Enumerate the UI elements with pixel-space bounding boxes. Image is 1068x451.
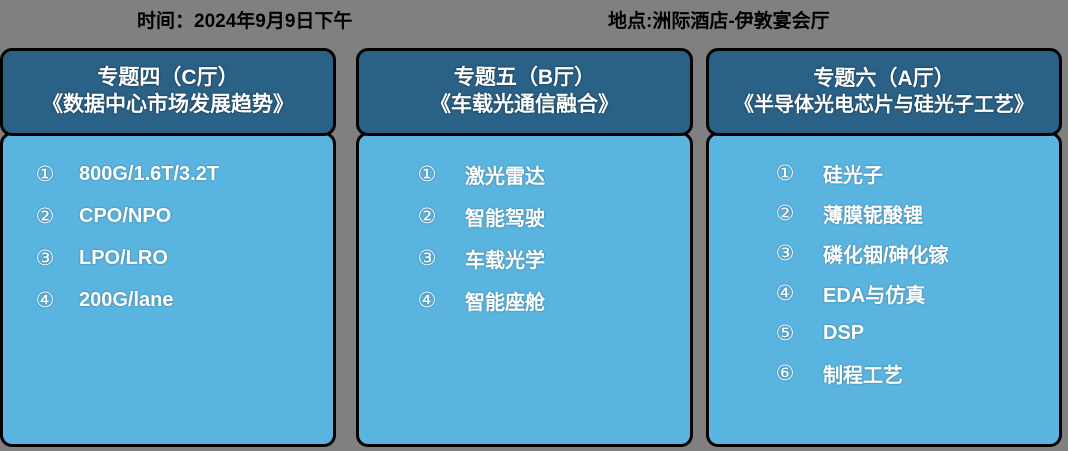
list-item: ⑥ 制程工艺 — [709, 353, 1059, 393]
session-panels-container: 专题四（C厅） 《数据中心市场发展趋势》 ① 800G/1.6T/3.2T ② … — [0, 48, 1068, 451]
list-item-label: 制程工艺 — [823, 364, 903, 387]
panel-subtitle: 《半导体光电芯片与硅光子工艺》 — [734, 93, 1034, 116]
list-item-label: LPO/LRO — [79, 246, 168, 269]
list-item-label: 薄膜铌酸锂 — [823, 204, 923, 227]
circled-number-icon: ② — [35, 204, 55, 228]
session-panel-topic-five: 专题五（B厅） 《车载光通信融合》 ① 激光雷达 ② 智能驾驶 ③ 车载光学 ④ — [356, 48, 693, 447]
panel-title: 专题四（C厅） — [97, 66, 239, 90]
topic-item-list: ① 硅光子 ② 薄膜铌酸锂 ③ 磷化铟/砷化镓 ④ EDA与仿真 ⑤ DSP — [709, 153, 1059, 393]
circled-number-icon: ① — [417, 162, 437, 186]
event-meta-row: 时间：2024年9月9日下午 地点:洲际酒店-伊敦宴会厅 — [0, 0, 1068, 48]
list-item-label: 800G/1.6T/3.2T — [79, 162, 220, 185]
list-item-label: 200G/lane — [79, 288, 174, 311]
session-panel-topic-four: 专题四（C厅） 《数据中心市场发展趋势》 ① 800G/1.6T/3.2T ② … — [0, 48, 336, 447]
list-item: ① 800G/1.6T/3.2T — [3, 153, 333, 195]
circled-number-icon: ③ — [417, 246, 437, 270]
circled-number-icon: ③ — [35, 246, 55, 270]
list-item: ① 硅光子 — [709, 153, 1059, 193]
list-item-label: 智能驾驶 — [465, 207, 545, 230]
circled-number-icon: ② — [417, 204, 437, 228]
list-item-label: 硅光子 — [823, 164, 883, 187]
circled-number-icon: ④ — [775, 281, 795, 305]
circled-number-icon: ① — [35, 162, 55, 186]
panel-subtitle: 《车载光通信融合》 — [430, 93, 619, 116]
panel-header-topic-four: 专题四（C厅） 《数据中心市场发展趋势》 — [0, 48, 336, 136]
list-item-label: DSP — [823, 321, 865, 344]
panel-body-topic-five: ① 激光雷达 ② 智能驾驶 ③ 车载光学 ④ 智能座舱 — [356, 132, 693, 447]
list-item: ④ EDA与仿真 — [709, 273, 1059, 313]
list-item-label: 智能座舱 — [465, 291, 545, 314]
circled-number-icon: ② — [775, 201, 795, 225]
list-item: ② 智能驾驶 — [359, 195, 690, 237]
list-item: ⑤ DSP — [709, 313, 1059, 353]
list-item: ③ 车载光学 — [359, 237, 690, 279]
list-item: ③ 磷化铟/砷化镓 — [709, 233, 1059, 273]
list-item: ③ LPO/LRO — [3, 237, 333, 279]
topic-item-list: ① 激光雷达 ② 智能驾驶 ③ 车载光学 ④ 智能座舱 — [359, 153, 690, 321]
list-item: ② CPO/NPO — [3, 195, 333, 237]
circled-number-icon: ④ — [35, 288, 55, 312]
circled-number-icon: ⑥ — [775, 361, 795, 385]
circled-number-icon: ① — [775, 161, 795, 185]
panel-title: 专题六（A厅） — [813, 66, 955, 90]
panel-subtitle: 《数据中心市场发展趋势》 — [42, 93, 294, 116]
list-item-label: CPO/NPO — [79, 204, 172, 227]
circled-number-icon: ⑤ — [775, 321, 795, 345]
panel-body-topic-four: ① 800G/1.6T/3.2T ② CPO/NPO ③ LPO/LRO ④ 2… — [0, 132, 336, 447]
circled-number-icon: ④ — [417, 288, 437, 312]
list-item-label: 磷化铟/砷化镓 — [823, 244, 949, 267]
circled-number-icon: ③ — [775, 241, 795, 265]
list-item: ④ 200G/lane — [3, 279, 333, 321]
panel-body-topic-six: ① 硅光子 ② 薄膜铌酸锂 ③ 磷化铟/砷化镓 ④ EDA与仿真 ⑤ DSP — [706, 132, 1062, 447]
list-item-label: 车载光学 — [465, 249, 545, 272]
session-panel-topic-six: 专题六（A厅） 《半导体光电芯片与硅光子工艺》 ① 硅光子 ② 薄膜铌酸锂 ③ … — [706, 48, 1062, 447]
list-item-label: EDA与仿真 — [823, 284, 926, 307]
event-location-label: 地点:洲际酒店-伊敦宴会厅 — [608, 11, 830, 32]
list-item: ② 薄膜铌酸锂 — [709, 193, 1059, 233]
panel-header-topic-six: 专题六（A厅） 《半导体光电芯片与硅光子工艺》 — [706, 48, 1062, 136]
panel-header-topic-five: 专题五（B厅） 《车载光通信融合》 — [356, 48, 693, 136]
list-item-label: 激光雷达 — [465, 165, 545, 188]
list-item: ④ 智能座舱 — [359, 279, 690, 321]
topic-item-list: ① 800G/1.6T/3.2T ② CPO/NPO ③ LPO/LRO ④ 2… — [3, 153, 333, 321]
event-time-label: 时间：2024年9月9日下午 — [137, 11, 353, 32]
list-item: ① 激光雷达 — [359, 153, 690, 195]
panel-title: 专题五（B厅） — [453, 66, 596, 90]
